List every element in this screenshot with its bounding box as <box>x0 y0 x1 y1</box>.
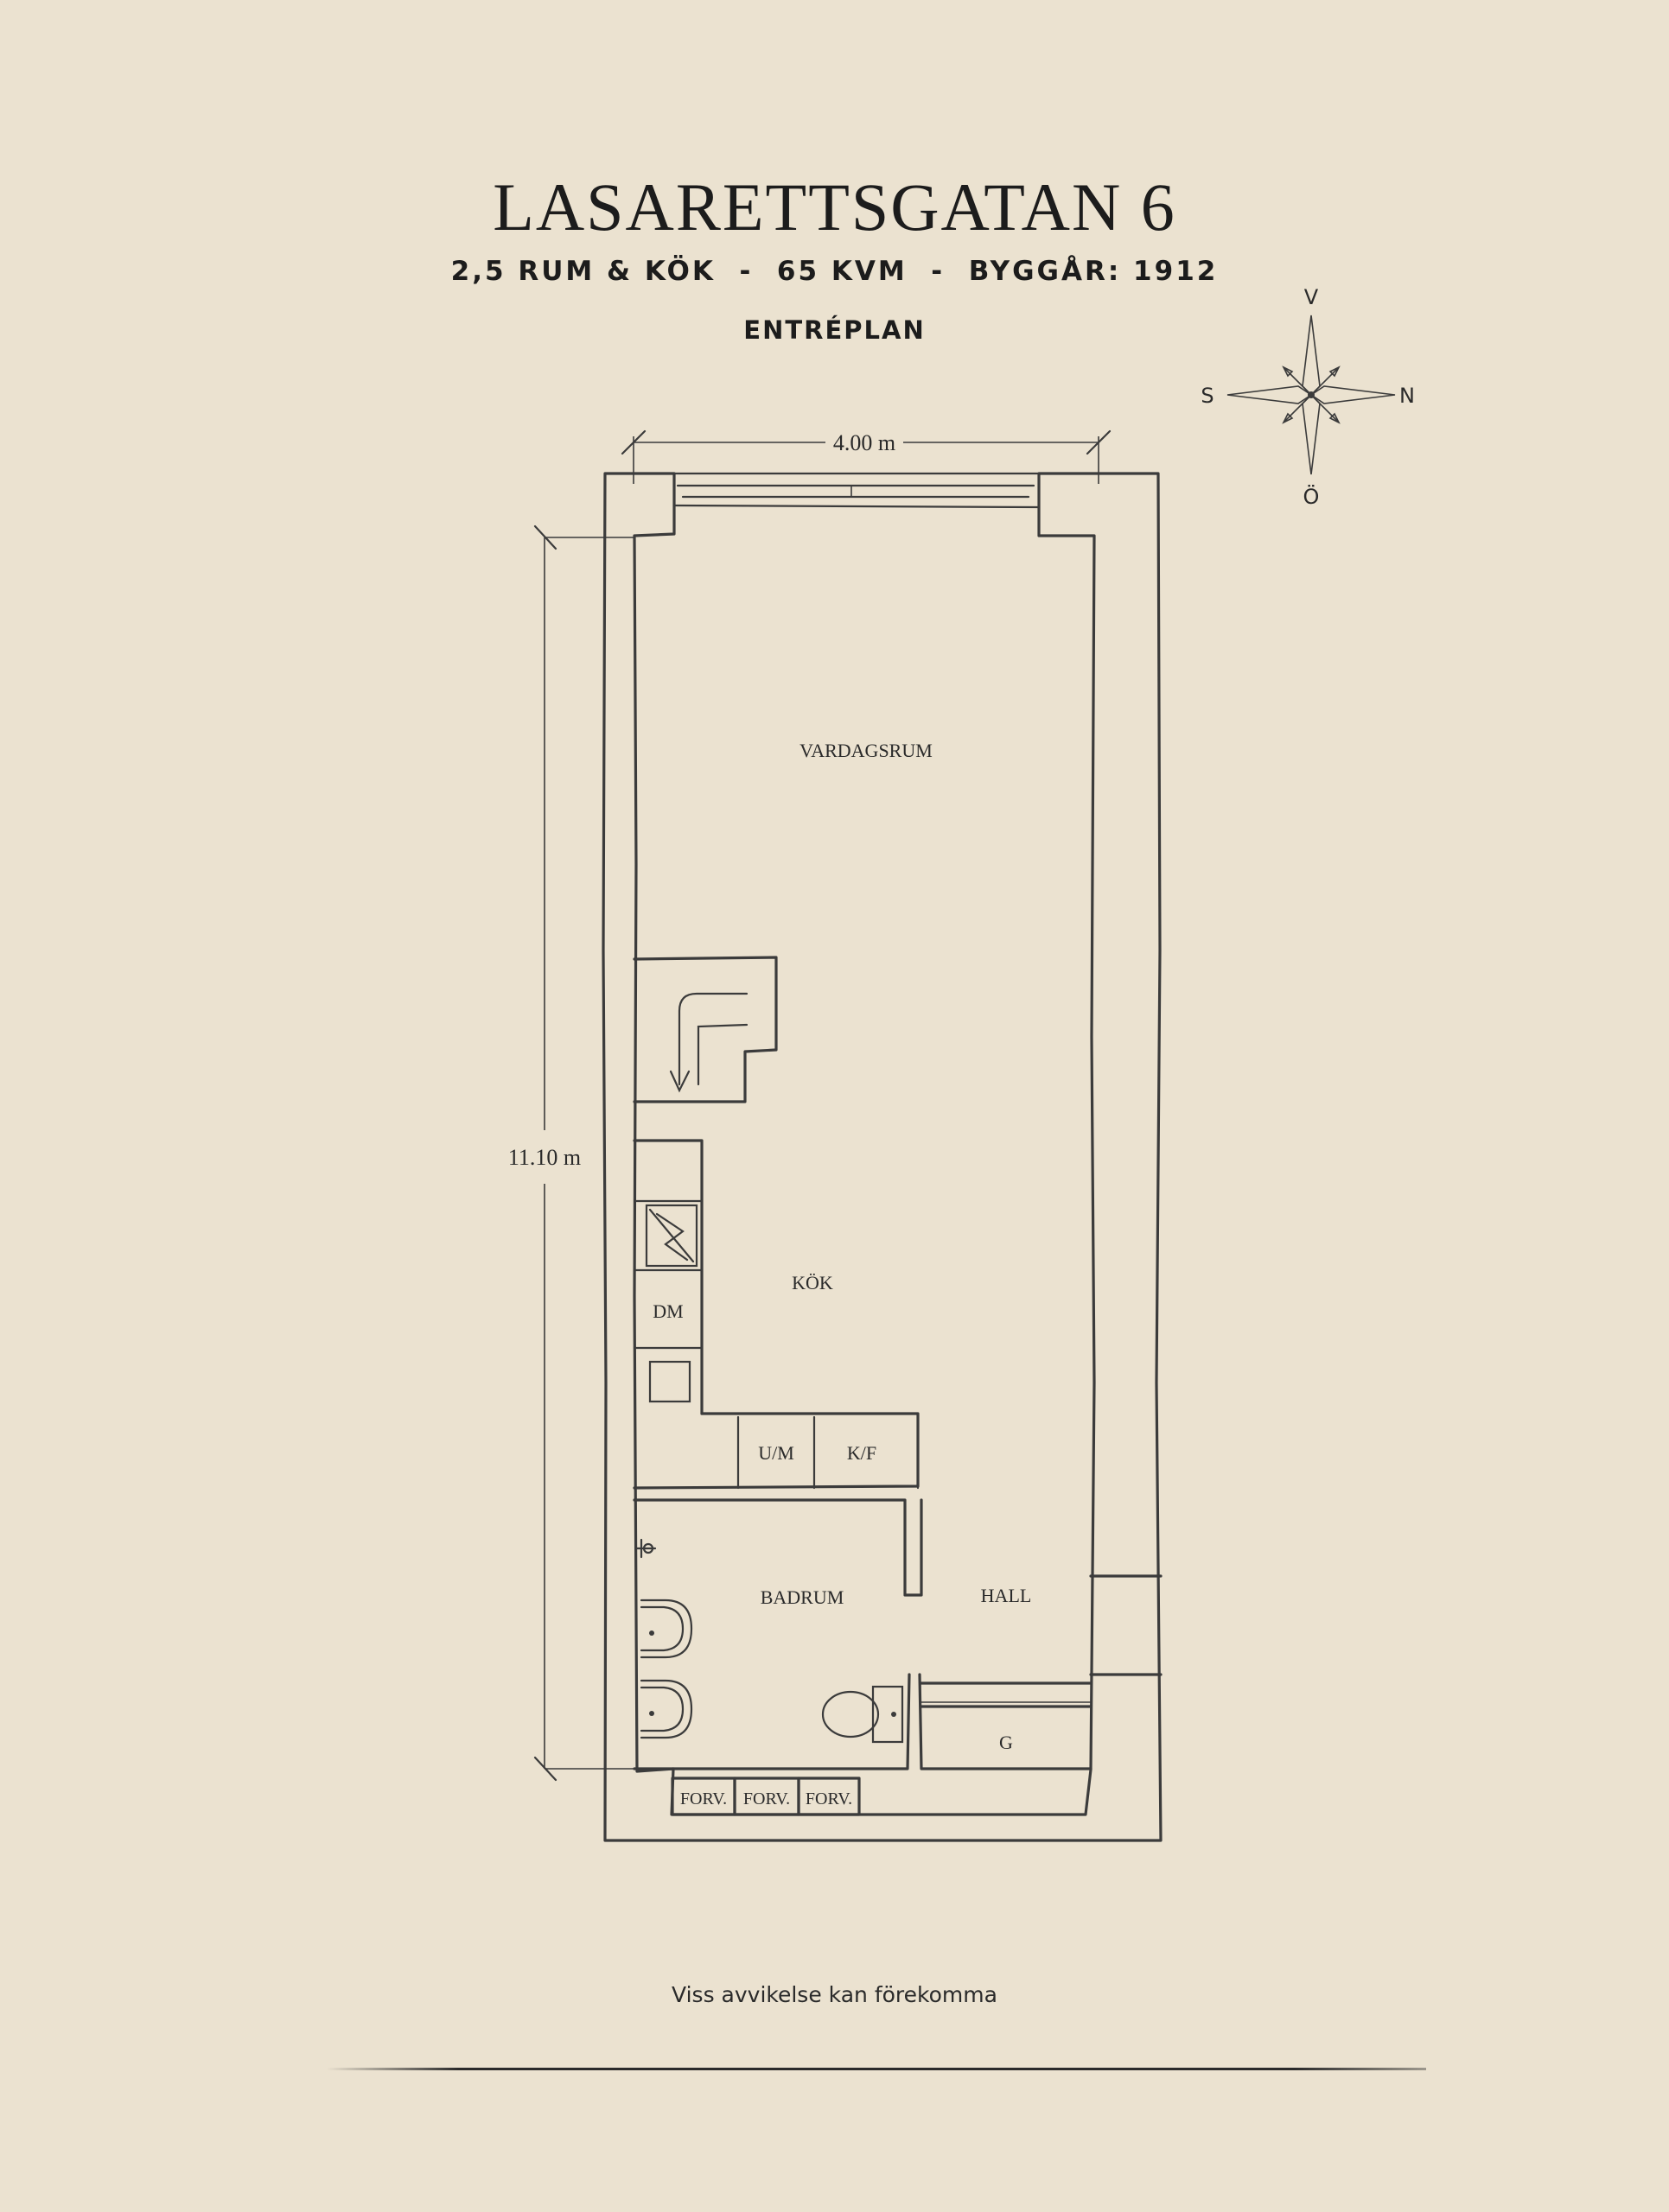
appliance-label-fridge: K/F <box>847 1442 876 1464</box>
disclaimer-text: Viss avvikelse kan förekomma <box>672 1982 997 2007</box>
storage-closets <box>671 1777 861 1816</box>
kitchen-counters <box>633 1139 920 1490</box>
compass-north-label: N <box>1399 384 1415 408</box>
floor-level-label: ENTRÉPLAN <box>743 315 926 345</box>
appliance-label-dishwasher: DM <box>653 1300 683 1322</box>
room-label-wardrobe: G <box>999 1732 1013 1753</box>
toilet-icon <box>821 1685 904 1744</box>
sink-icon <box>640 1599 693 1739</box>
room-label-kitchen: KÖK <box>792 1272 833 1294</box>
room-label-bathroom: BADRUM <box>761 1586 844 1608</box>
compass-icon: V S N Ö <box>1201 285 1415 509</box>
property-title: LASARETTSGATAN 6 <box>493 169 1176 245</box>
bathroom-walls <box>633 1498 1163 1770</box>
property-summary: 2,5 RUM & KÖK - 65 KVM - BYGGÅR: 1912 <box>450 256 1219 287</box>
compass-west-label: V <box>1304 285 1319 309</box>
exterior-walls <box>602 472 1163 1842</box>
width-dimension-label: 4.00 m <box>833 430 895 455</box>
room-label-hall: HALL <box>981 1585 1032 1606</box>
compass-south-label: S <box>1201 384 1214 408</box>
footer-divider <box>327 2068 1426 2070</box>
shower-icon <box>634 1538 657 1559</box>
length-dimension: 11.10 m <box>508 524 634 1782</box>
stair-block <box>633 956 778 1103</box>
compass-east-label: Ö <box>1303 484 1320 509</box>
appliance-label-oven: U/M <box>758 1442 794 1464</box>
closet-label-storage-3: FORV. <box>806 1789 852 1808</box>
width-dimension: 4.00 m <box>621 429 1112 484</box>
closet-label-storage-2: FORV. <box>743 1789 790 1808</box>
length-dimension-label: 11.10 m <box>508 1145 581 1170</box>
closet-label-storage-1: FORV. <box>680 1789 727 1808</box>
room-label-living: VARDAGSRUM <box>799 740 933 761</box>
